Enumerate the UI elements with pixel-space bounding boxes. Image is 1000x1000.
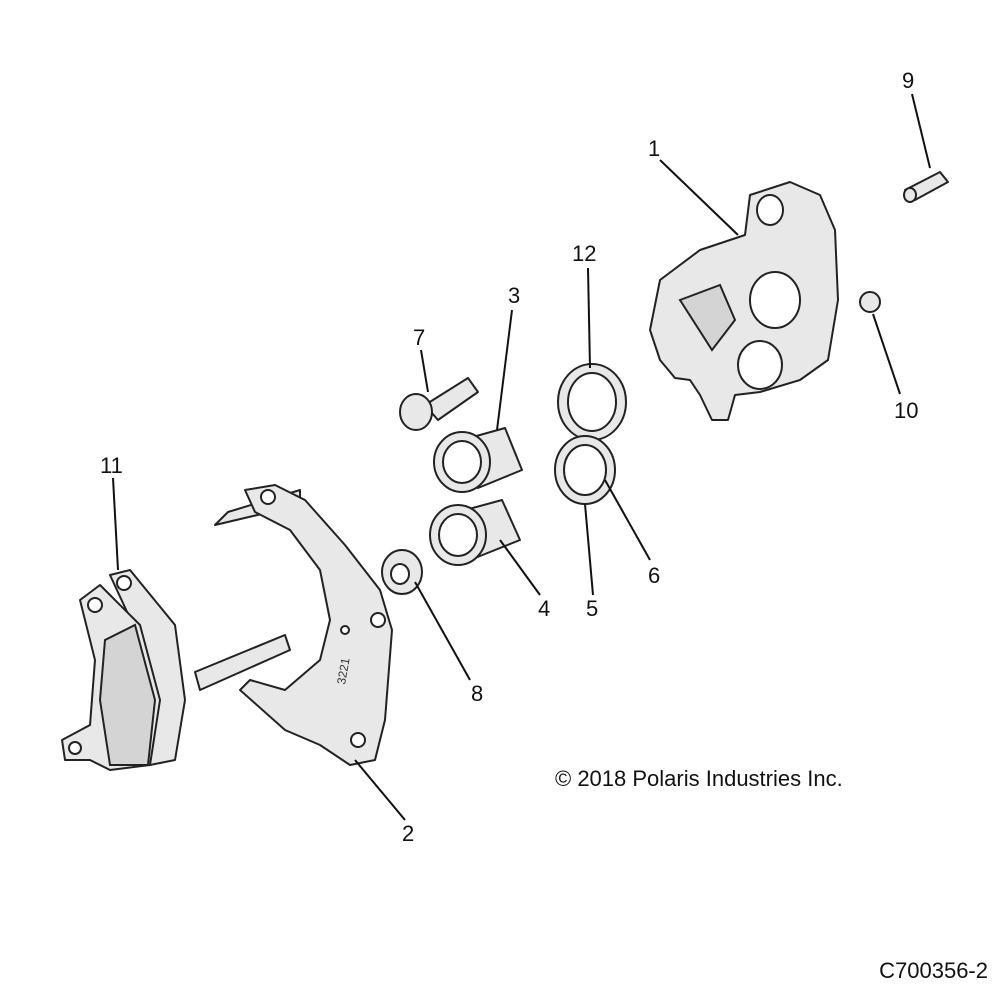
callout-6: 6 bbox=[648, 563, 660, 588]
callout-8: 8 bbox=[471, 681, 483, 706]
slide-pin bbox=[399, 377, 479, 431]
callout-12: 12 bbox=[572, 241, 596, 266]
callout-5: 5 bbox=[586, 596, 598, 621]
seal-pair bbox=[554, 435, 616, 505]
piston-upper bbox=[433, 427, 523, 493]
leader-2 bbox=[354, 759, 406, 821]
brake-pads bbox=[61, 569, 186, 771]
copyright-notice: © 2018 Polaris Industries Inc. bbox=[555, 766, 843, 791]
leader-11 bbox=[112, 477, 119, 571]
leader-5 bbox=[584, 503, 594, 596]
leader-6 bbox=[604, 479, 651, 561]
caliper-bracket: 3221 bbox=[194, 484, 393, 766]
leader-10 bbox=[872, 313, 901, 395]
leader-3 bbox=[496, 309, 513, 431]
leader-9 bbox=[911, 93, 931, 169]
callout-9: 9 bbox=[902, 68, 914, 93]
leader-4 bbox=[499, 539, 541, 596]
callout-3: 3 bbox=[508, 283, 520, 308]
bleeder-screw bbox=[903, 171, 949, 203]
drawing-number: C700356-2 bbox=[879, 958, 988, 983]
callout-7: 7 bbox=[413, 325, 425, 350]
callout-1: 1 bbox=[648, 136, 660, 161]
leader-12 bbox=[587, 267, 591, 369]
leader-7 bbox=[420, 349, 429, 393]
bracket-stamp: 3221 bbox=[334, 656, 352, 685]
callout-11: 11 bbox=[100, 453, 123, 478]
leader-1 bbox=[659, 159, 739, 236]
bleeder-cap bbox=[859, 291, 881, 313]
callout-10: 10 bbox=[894, 398, 918, 423]
callout-2: 2 bbox=[402, 821, 414, 846]
seal-large bbox=[557, 363, 627, 441]
piston-lower bbox=[429, 499, 521, 566]
leader-8 bbox=[414, 581, 471, 681]
caliper-body bbox=[649, 181, 839, 421]
pin-boot bbox=[381, 549, 423, 595]
callout-4: 4 bbox=[538, 596, 550, 621]
